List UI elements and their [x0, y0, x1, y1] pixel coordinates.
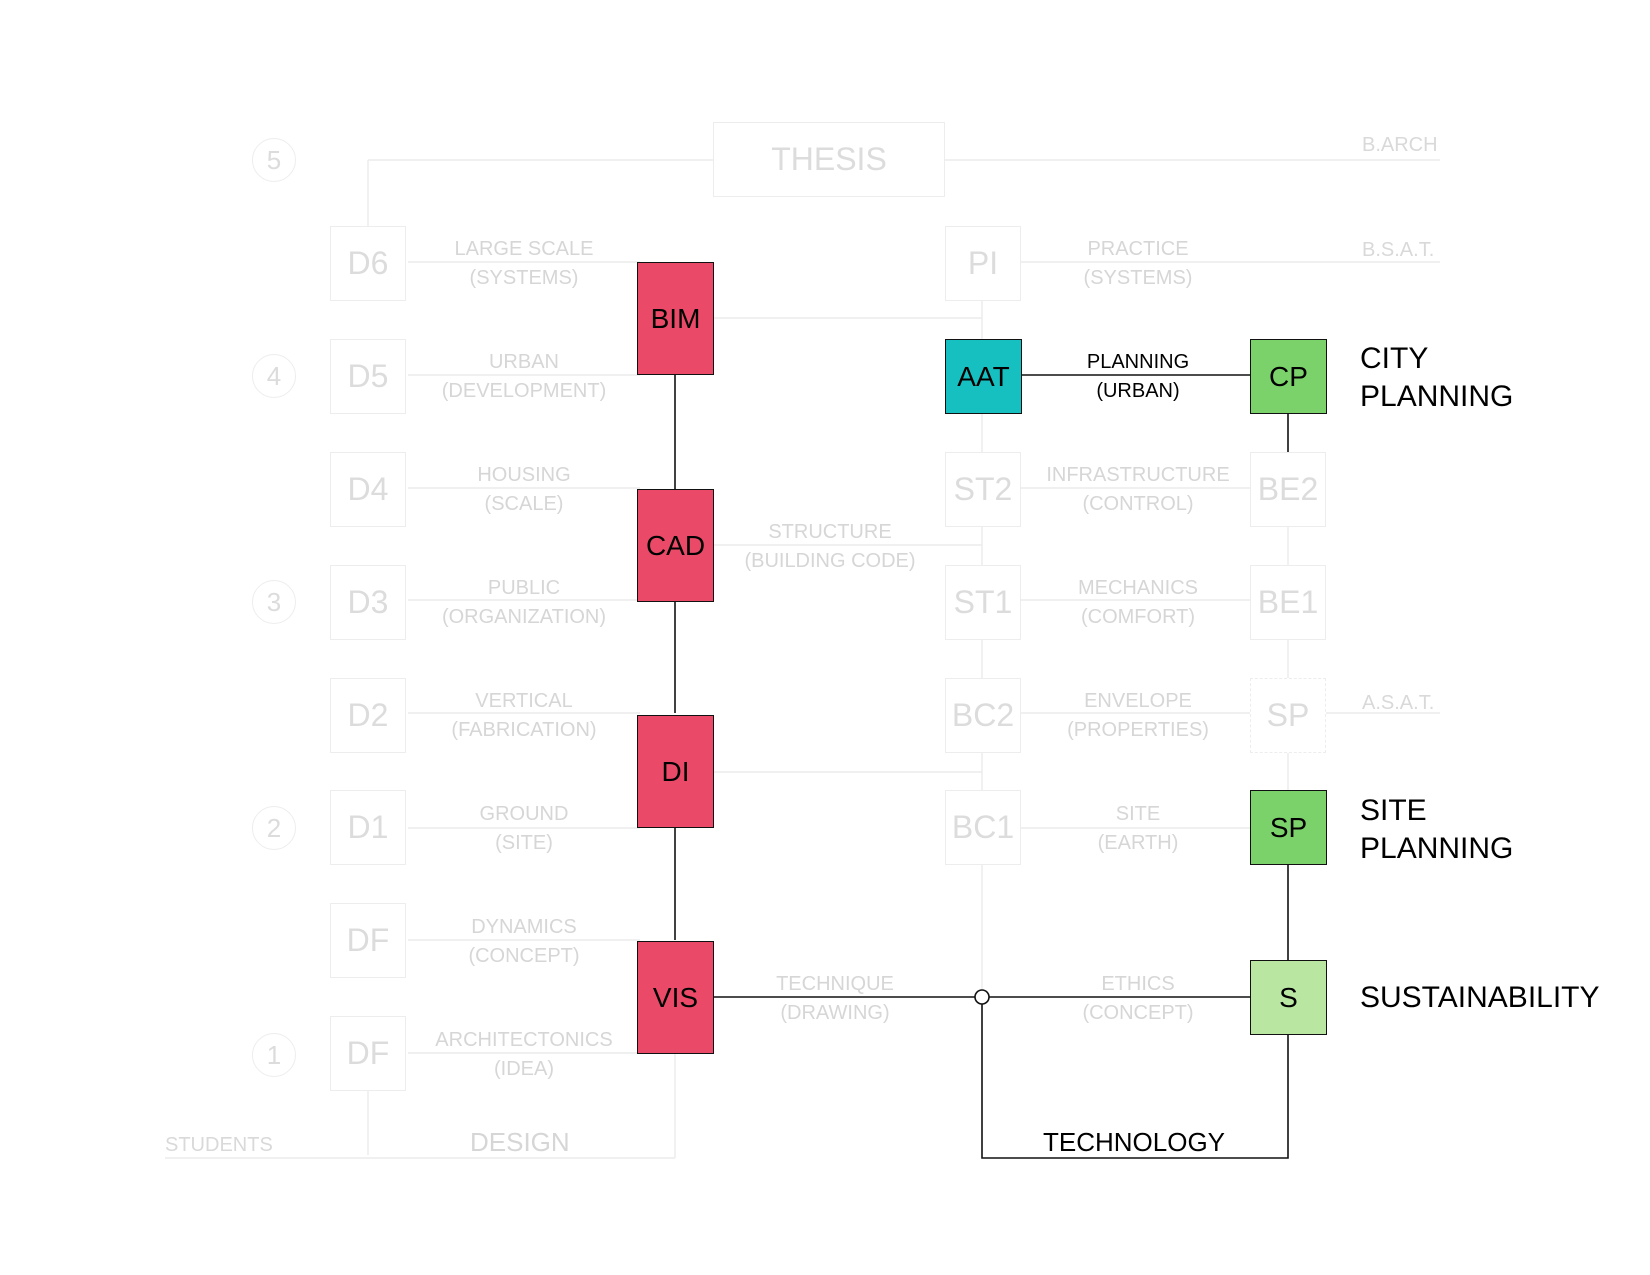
- planning-box-sp: SP: [1250, 790, 1327, 865]
- media-box-vis: VIS: [637, 941, 714, 1054]
- right-box-be2: BE2: [1250, 452, 1326, 527]
- year-3-circle: 3: [252, 580, 296, 624]
- design-box-df-upper: DF: [330, 903, 406, 978]
- year-4-circle: 4: [252, 354, 296, 398]
- media-box-cad: CAD: [637, 489, 714, 602]
- active-lines: [674, 374, 1289, 1159]
- media-box-bim: BIM: [637, 262, 714, 375]
- thesis-box: THESIS: [713, 122, 945, 197]
- tech-label-infrastructure: INFRASTRUCTURE(CONTROL): [1046, 464, 1230, 515]
- tech-box-pi: PI: [945, 226, 1021, 301]
- tech-label-site: SITE(EARTH): [1097, 803, 1179, 854]
- tech-label-envelope: ENVELOPE(PROPERTIES): [1067, 690, 1209, 741]
- degree-barch: B.ARCH: [1362, 134, 1438, 156]
- tech-box-bc1: BC1: [945, 790, 1021, 865]
- design-box-d5: D5: [330, 339, 406, 414]
- planning-box-cp: CP: [1250, 339, 1327, 414]
- year-1-circle: 1: [252, 1033, 296, 1077]
- tech-label-ethics: ETHICS(CONCEPT): [1082, 973, 1194, 1024]
- design-box-d3: D3: [330, 565, 406, 640]
- design-box-d4: D4: [330, 452, 406, 527]
- design-label-d6: LARGE SCALE(SYSTEMS): [454, 238, 594, 289]
- year-5-circle: 5: [252, 138, 296, 182]
- tech-label-mechanics: MECHANICS(COMFORT): [1077, 577, 1198, 628]
- design-label-d1: GROUND(SITE): [479, 803, 569, 854]
- label-students: STUDENTS: [165, 1134, 273, 1156]
- sustainability-box-s: S: [1250, 960, 1327, 1035]
- design-label-d2: VERTICAL(FABRICATION): [451, 690, 597, 741]
- label-technology: TECHNOLOGY: [1043, 1127, 1226, 1157]
- degree-bsat: B.S.A.T.: [1362, 239, 1435, 261]
- degree-asat: A.S.A.T.: [1362, 692, 1435, 714]
- design-label-df-upper: DYNAMICS(CONCEPT): [468, 916, 580, 967]
- tech-label-practice: PRACTICE(SYSTEMS): [1083, 238, 1193, 289]
- right-box-be1: BE1: [1250, 565, 1326, 640]
- design-label-d4: HOUSING(SCALE): [477, 464, 571, 515]
- label-technique: TECHNIQUE(DRAWING): [776, 973, 894, 1024]
- right-box-sp-faint: SP: [1250, 678, 1326, 753]
- tech-box-bc2: BC2: [945, 678, 1021, 753]
- tech-box-aat: AAT: [945, 339, 1022, 414]
- design-box-df-lower: DF: [330, 1016, 406, 1091]
- tech-box-st1: ST1: [945, 565, 1021, 640]
- label-structure: STRUCTURE(BUILDING CODE): [744, 521, 916, 572]
- design-box-d1: D1: [330, 790, 406, 865]
- design-label-d3: PUBLIC(ORGANIZATION): [441, 577, 607, 628]
- tech-label-planning: PLANNING(URBAN): [1086, 351, 1190, 402]
- year-2-circle: 2: [252, 806, 296, 850]
- design-label-d5: URBAN(DEVELOPMENT): [441, 351, 607, 402]
- faint-lines: [165, 159, 1440, 1159]
- design-label-df-lower: ARCHITECTONICS(IDEA): [435, 1029, 613, 1080]
- tech-box-st2: ST2: [945, 452, 1021, 527]
- media-box-di: DI: [637, 715, 714, 828]
- design-box-d2: D2: [330, 678, 406, 753]
- label-design: DESIGN: [470, 1127, 570, 1157]
- design-box-d6: D6: [330, 226, 406, 301]
- track-label-sustainability: SUSTAINABILITY: [1360, 981, 1600, 1014]
